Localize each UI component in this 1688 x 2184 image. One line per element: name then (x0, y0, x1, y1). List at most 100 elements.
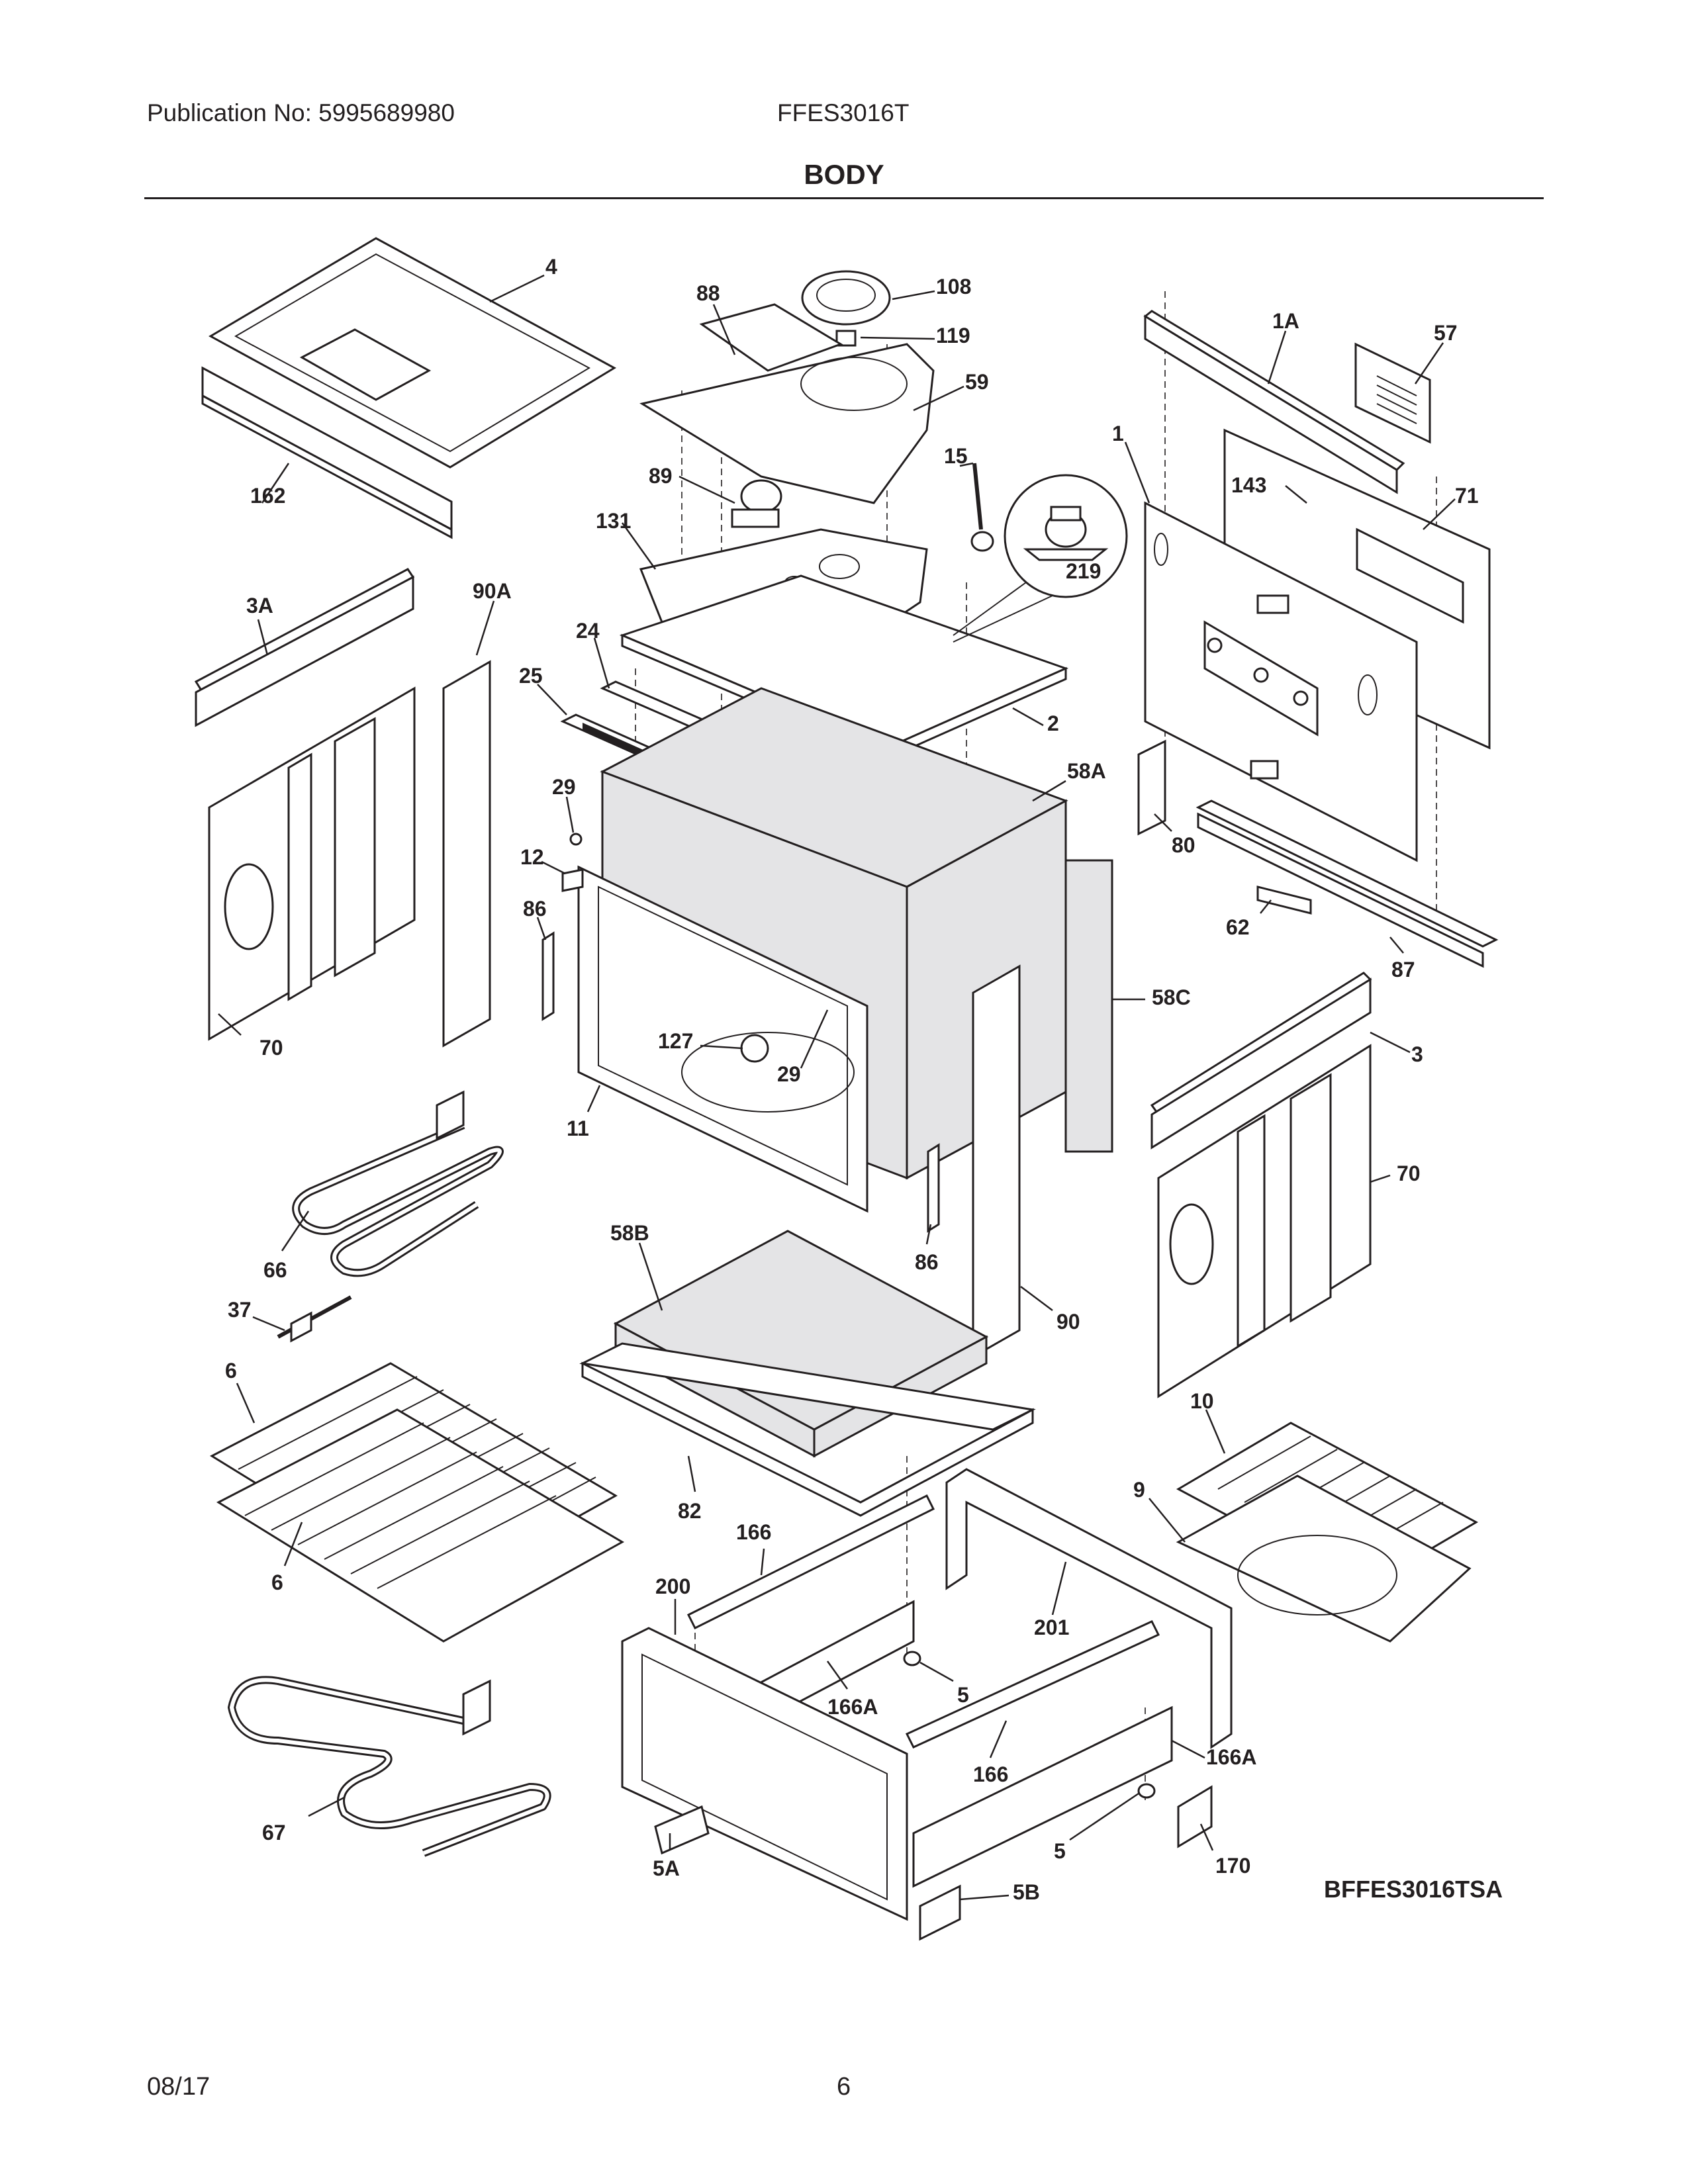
part-87-bottom-rail (1196, 799, 1499, 968)
part-89-switch (731, 479, 782, 528)
part-80-bracket (1137, 739, 1166, 836)
callout: 67 (262, 1821, 286, 1844)
callout: 2 (1047, 711, 1059, 735)
callout: 15 (944, 444, 968, 468)
callout: 70 (259, 1036, 283, 1060)
callout: 170 (1215, 1854, 1250, 1878)
callout: 201 (1034, 1615, 1069, 1639)
callout: 71 (1455, 484, 1479, 508)
part-4-top-panel (201, 237, 617, 531)
part-170-anti-tip-bracket (1177, 1785, 1213, 1848)
callout: 88 (696, 281, 720, 305)
part-166-drawer-rail (686, 1494, 935, 1630)
callout: 119 (936, 324, 970, 347)
callout: 143 (1231, 473, 1266, 497)
part-86-hinge-receiver-right (927, 1143, 940, 1233)
callout: 166 (736, 1520, 771, 1544)
callout: 66 (263, 1258, 287, 1282)
part-70-left-side-panel (208, 686, 416, 1041)
callout: 9 (1133, 1478, 1145, 1502)
part-1a-back-bracket (1143, 310, 1405, 494)
callout: 108 (936, 275, 971, 298)
callout: 90A (473, 579, 512, 603)
diagram-id: BFFES3016TSA (1324, 1876, 1503, 1903)
callout: 3A (246, 594, 273, 617)
part-166-drawer-rail-right (905, 1620, 1160, 1749)
part-59-fan-shroud (639, 303, 935, 504)
callout: 86 (915, 1250, 939, 1274)
part-5-leveling-foot-right (1137, 1783, 1156, 1799)
callout: 6 (271, 1570, 283, 1594)
part-29-screw (569, 833, 583, 846)
callout: 29 (777, 1062, 801, 1086)
callout: 87 (1391, 958, 1415, 981)
callout: 89 (649, 464, 673, 488)
callout: 62 (1226, 915, 1250, 939)
callout: 162 (250, 484, 285, 508)
part-162-front-trim (201, 394, 453, 539)
callout: 1A (1272, 309, 1299, 333)
callout: 12 (520, 845, 544, 869)
model-number: FFES3016T (777, 99, 910, 126)
callout: 70 (1397, 1161, 1421, 1185)
part-219-thermostat-detail (953, 474, 1128, 643)
part-201-drawer-body (945, 1468, 1233, 1749)
header-rule (144, 197, 1544, 199)
part-90a-side-trim (442, 660, 491, 1048)
callout: 11 (567, 1116, 589, 1140)
part-90-side-trim (972, 964, 1021, 1359)
callout: 5B (1013, 1880, 1040, 1904)
footer-date: 08/17 (147, 2073, 211, 2101)
callout: 200 (655, 1574, 690, 1598)
callout: 24 (576, 619, 600, 643)
callout: 58A (1067, 759, 1106, 783)
part-67-bake-element (228, 1676, 551, 1857)
page-number: 6 (837, 2073, 851, 2101)
part-1-back-panel (1144, 501, 1418, 862)
publication-number: Publication No: 5995689980 (147, 99, 455, 126)
callout: 6 (225, 1359, 237, 1383)
part-82-bottom-panel (579, 1342, 1036, 1517)
part-3a-side-bracket (194, 568, 415, 727)
callout: 25 (519, 664, 543, 688)
part-5a-leg-bracket (654, 1805, 710, 1855)
part-6-oven-rack-lower (216, 1408, 625, 1643)
callout: 29 (552, 775, 576, 799)
callout: 166A (827, 1695, 878, 1719)
part-3-side-bracket (1150, 972, 1372, 1150)
callout: 58C (1152, 985, 1191, 1009)
callout: 127 (658, 1029, 693, 1053)
callout: 5 (957, 1683, 969, 1707)
callout: 58B (610, 1221, 649, 1245)
callout: 3 (1411, 1042, 1423, 1066)
part-57-vent-cover (1354, 342, 1431, 444)
callout: 219 (1066, 559, 1101, 583)
callout: 10 (1190, 1389, 1214, 1413)
section-title: BODY (804, 159, 884, 190)
part-166a-drawer-slide-right (912, 1706, 1173, 1888)
callout: 80 (1172, 833, 1196, 857)
callout-labels: 4 88 108 119 59 1A 57 162 15 1 143 71 89… (218, 255, 1479, 1904)
callout: 131 (596, 509, 631, 533)
part-58c-back-insulation (1064, 859, 1113, 1153)
callout: 82 (678, 1499, 702, 1523)
part-12-lamp-socket (561, 868, 584, 892)
callout: 1 (1112, 422, 1124, 445)
part-66-broil-element (292, 1090, 504, 1277)
part-11-oven-front-frame (577, 865, 868, 1213)
part-70-right-side-panel (1157, 1044, 1372, 1398)
callout: 166 (973, 1762, 1008, 1786)
callout: 5 (1054, 1839, 1066, 1863)
part-200-drawer-front (621, 1627, 908, 1921)
callout: 59 (965, 370, 989, 394)
part-86-hinge-receiver-left (541, 931, 555, 1021)
part-5-leveling-foot-left (903, 1651, 921, 1666)
part-15-sensor (970, 463, 994, 552)
part-37-oven-sensor (277, 1295, 352, 1343)
callout: 86 (523, 897, 547, 921)
callout: 57 (1434, 321, 1458, 345)
callout: 37 (228, 1298, 252, 1322)
callout: 90 (1056, 1310, 1080, 1334)
part-108-convection-fan (801, 270, 891, 347)
